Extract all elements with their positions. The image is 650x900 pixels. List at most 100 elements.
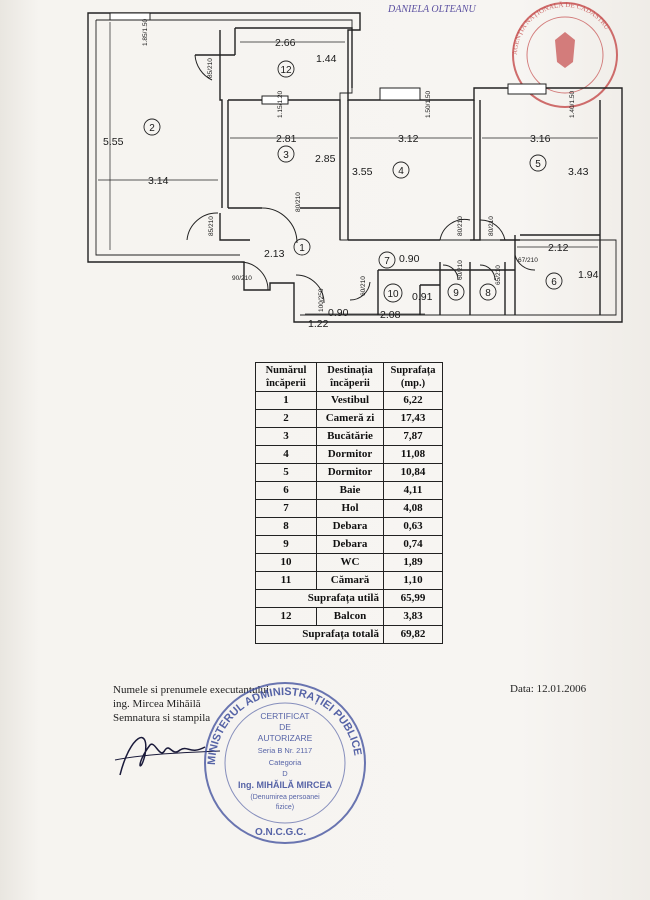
room-number-cell: 11 — [255, 571, 317, 590]
opening-label: 65/210 — [495, 265, 502, 285]
room-6-number: 6 — [551, 277, 557, 288]
room-7-number: 7 — [384, 256, 390, 267]
room-area-cell: 6,22 — [383, 391, 443, 410]
dim-2-width: 3.14 — [148, 175, 169, 187]
stamp-line: Ing. MIHĂILĂ MIRCEA — [238, 780, 332, 790]
stamp-ring-bottom: O.N.C.G.C. — [255, 827, 306, 838]
stamp-line: fizice) — [276, 804, 294, 811]
signature-label: Semnatura si stampila — [113, 712, 211, 724]
opening-label: 80/210 — [295, 192, 302, 212]
opening-label: 1.85/1.50 — [142, 19, 149, 46]
document-date: Data: 12.01.2006 — [510, 683, 587, 695]
agency-seal: AGENȚIA NAȚIONALĂ DE CADASTRU — [511, 1, 618, 108]
header-area: Suprafața (mp.) — [383, 362, 443, 392]
opening-label: 85/210 — [207, 58, 214, 78]
room-number-cell: 10 — [255, 553, 317, 572]
total-area-label: Suprafața totală — [255, 625, 384, 644]
room-name-cell: Vestibul — [316, 391, 384, 410]
room-number-cell: 7 — [255, 499, 317, 518]
dim-4-height: 3.55 — [352, 166, 373, 178]
room-number-cell: 1 — [255, 391, 317, 410]
opening-label: 80/210 — [457, 216, 464, 236]
dim-2-height: 5.55 — [103, 136, 124, 148]
room-12-number: 12 — [280, 65, 292, 76]
total-area-value: 69,82 — [383, 625, 443, 644]
authorization-stamp: MINISTERUL ADMINISTRAȚIEI PUBLICE O.N.C.… — [204, 682, 366, 844]
top-signature-name: DANIELA OLTEANU — [388, 4, 476, 15]
room-number-cell: 8 — [255, 517, 317, 536]
room-5-number: 5 — [535, 159, 541, 170]
executant-block: Numele si prenumele executantului ing. M… — [113, 683, 269, 725]
stamp-line: (Denumirea persoanei — [250, 794, 320, 801]
stamp-line: CERTIFICAT — [260, 711, 309, 721]
room-number-cell: 12 — [255, 607, 317, 626]
useful-area-value: 65,99 — [383, 589, 443, 608]
area-table: Numărul încăperii Destinația încăperii S… — [255, 362, 443, 644]
room-number-cell: 6 — [255, 481, 317, 500]
room-name-cell: Dormitor — [316, 445, 384, 464]
room-4-number: 4 — [398, 166, 404, 177]
opening-label: 60/210 — [360, 276, 367, 296]
stamp-line: Categoria — [269, 758, 302, 767]
dim-6-width: 2.12 — [548, 242, 569, 254]
dim-7-width: 0.90 — [399, 253, 420, 265]
room-name-cell: Cameră zi — [316, 409, 384, 428]
room-area-cell: 10,84 — [383, 463, 443, 482]
room-1-number: 1 — [299, 243, 305, 254]
floor-plan: 2.66 1.44 5.55 3.14 2.81 2.85 3.12 3.55 … — [87, 12, 623, 330]
room-2-number: 2 — [149, 123, 155, 134]
dim-5-height: 3.43 — [568, 166, 589, 178]
room-number-cell: 2 — [255, 409, 317, 428]
dim-3-width: 2.81 — [276, 133, 297, 145]
room-name-cell: Balcon — [316, 607, 384, 626]
executant-name: ing. Mircea Mihăilă — [113, 698, 201, 710]
room-area-cell: 3,83 — [383, 607, 443, 626]
dim-10-width: 0.91 — [412, 291, 433, 303]
room-name-cell: Baie — [316, 481, 384, 500]
room-8-number: 8 — [485, 288, 491, 299]
opening-label: 85/210 — [208, 216, 215, 236]
stamp-line: Seria B Nr. 2117 — [258, 746, 312, 755]
room-area-cell: 11,08 — [383, 445, 443, 464]
room-number-cell: 3 — [255, 427, 317, 446]
room-area-cell: 7,87 — [383, 427, 443, 446]
room-name-cell: Debara — [316, 517, 384, 536]
dim-12-width: 2.66 — [275, 37, 296, 49]
opening-label: 1.50/1.50 — [425, 91, 432, 118]
opening-label: 80/210 — [488, 216, 495, 236]
dim-4-width: 3.12 — [398, 133, 419, 145]
room-area-cell: 1,89 — [383, 553, 443, 572]
useful-area-label: Suprafața utilă — [255, 589, 384, 608]
header-room-number: Numărul încăperii — [255, 362, 317, 392]
room-area-cell: 17,43 — [383, 409, 443, 428]
room-name-cell: Bucătărie — [316, 427, 384, 446]
opening-label: 100/250 — [318, 288, 325, 312]
room-area-cell: 0,74 — [383, 535, 443, 554]
room-9-number: 9 — [453, 288, 459, 299]
room-name-cell: Debara — [316, 535, 384, 554]
dim-extra-1: 1.22 — [308, 318, 329, 330]
room-area-cell: 4,08 — [383, 499, 443, 518]
room-3-number: 3 — [283, 150, 289, 161]
opening-label: 1.15/1.20 — [277, 91, 284, 118]
header-destination: Destinația încăperii — [316, 362, 384, 392]
opening-label: 60/210 — [457, 260, 464, 280]
room-area-cell: 1,10 — [383, 571, 443, 590]
room-number-cell: 4 — [255, 445, 317, 464]
stamp-line: D — [282, 769, 288, 778]
room-10-number: 10 — [387, 289, 399, 300]
room-name-cell: Dormitor — [316, 463, 384, 482]
stamp-line: DE — [279, 722, 291, 732]
dim-extra-2: 0.90 — [328, 307, 349, 319]
room-name-cell: Hol — [316, 499, 384, 518]
